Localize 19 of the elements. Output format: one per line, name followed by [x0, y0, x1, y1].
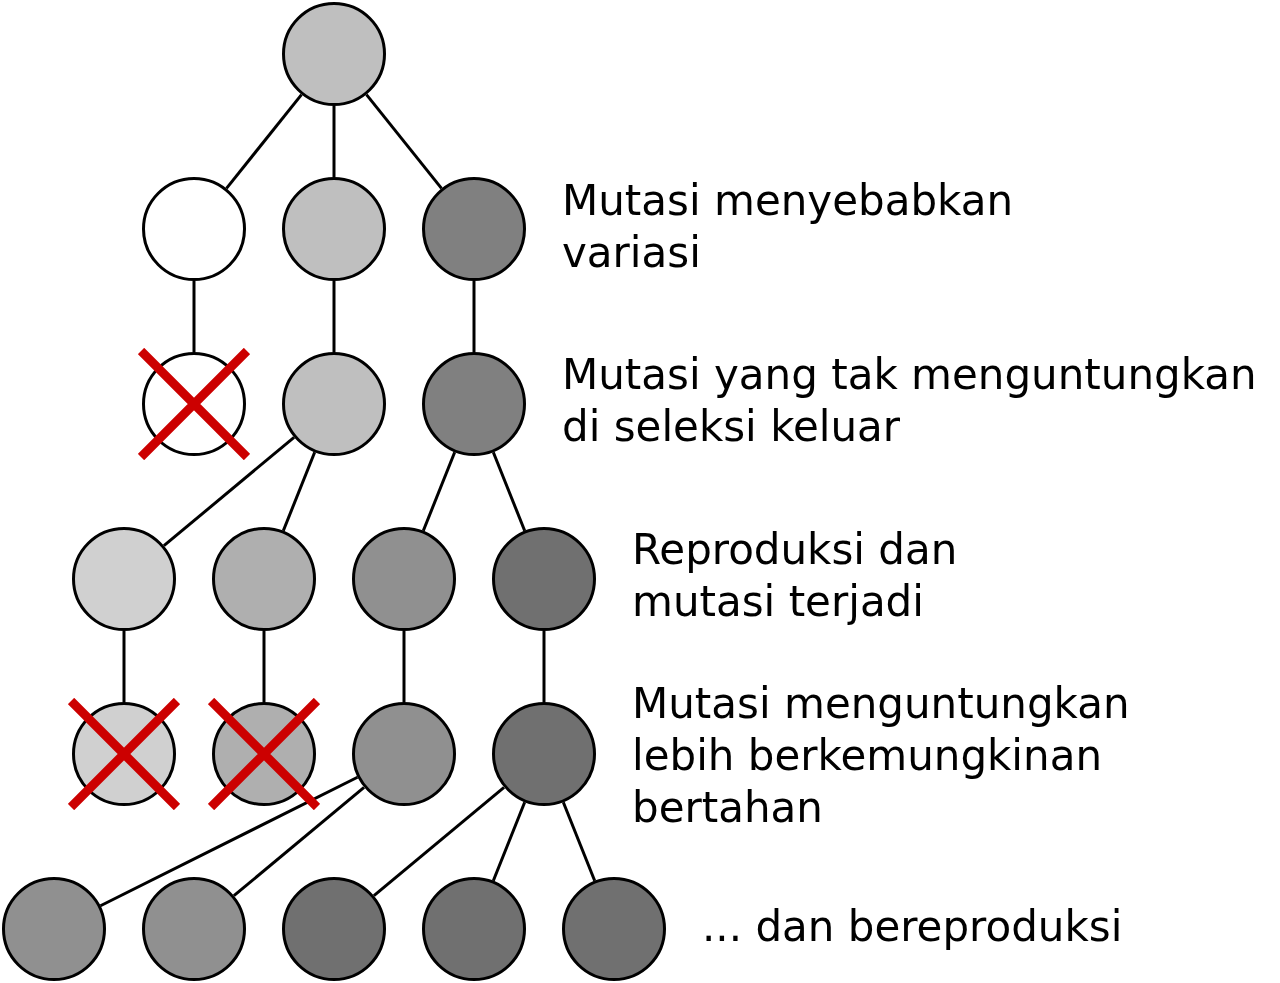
step-caption: Mutasi menguntungkan lebih berkemungkinan bertahan: [632, 678, 1131, 834]
branch-line: [373, 786, 505, 897]
branch-line: [402, 631, 406, 702]
branch-line: [192, 281, 196, 352]
step-caption: Mutasi yang tak menguntungkan di seleksi keluar: [562, 349, 1258, 453]
branch-line: [262, 631, 266, 702]
branch-line: [122, 631, 126, 702]
branch-line: [332, 281, 336, 352]
branch-line: [332, 106, 336, 177]
step-caption: Mutasi menyebabkan variasi: [562, 175, 1015, 279]
step-caption: ... dan bereproduksi: [702, 901, 1124, 953]
branch-line: [233, 786, 365, 897]
branch-line: [542, 631, 546, 702]
branch-line: [163, 436, 295, 547]
branch-line: [365, 93, 443, 190]
branch-line: [472, 281, 476, 352]
step-caption: Reproduksi dan mutasi terjadi: [632, 524, 959, 628]
branch-line: [225, 93, 303, 190]
branch-line: [99, 775, 359, 908]
